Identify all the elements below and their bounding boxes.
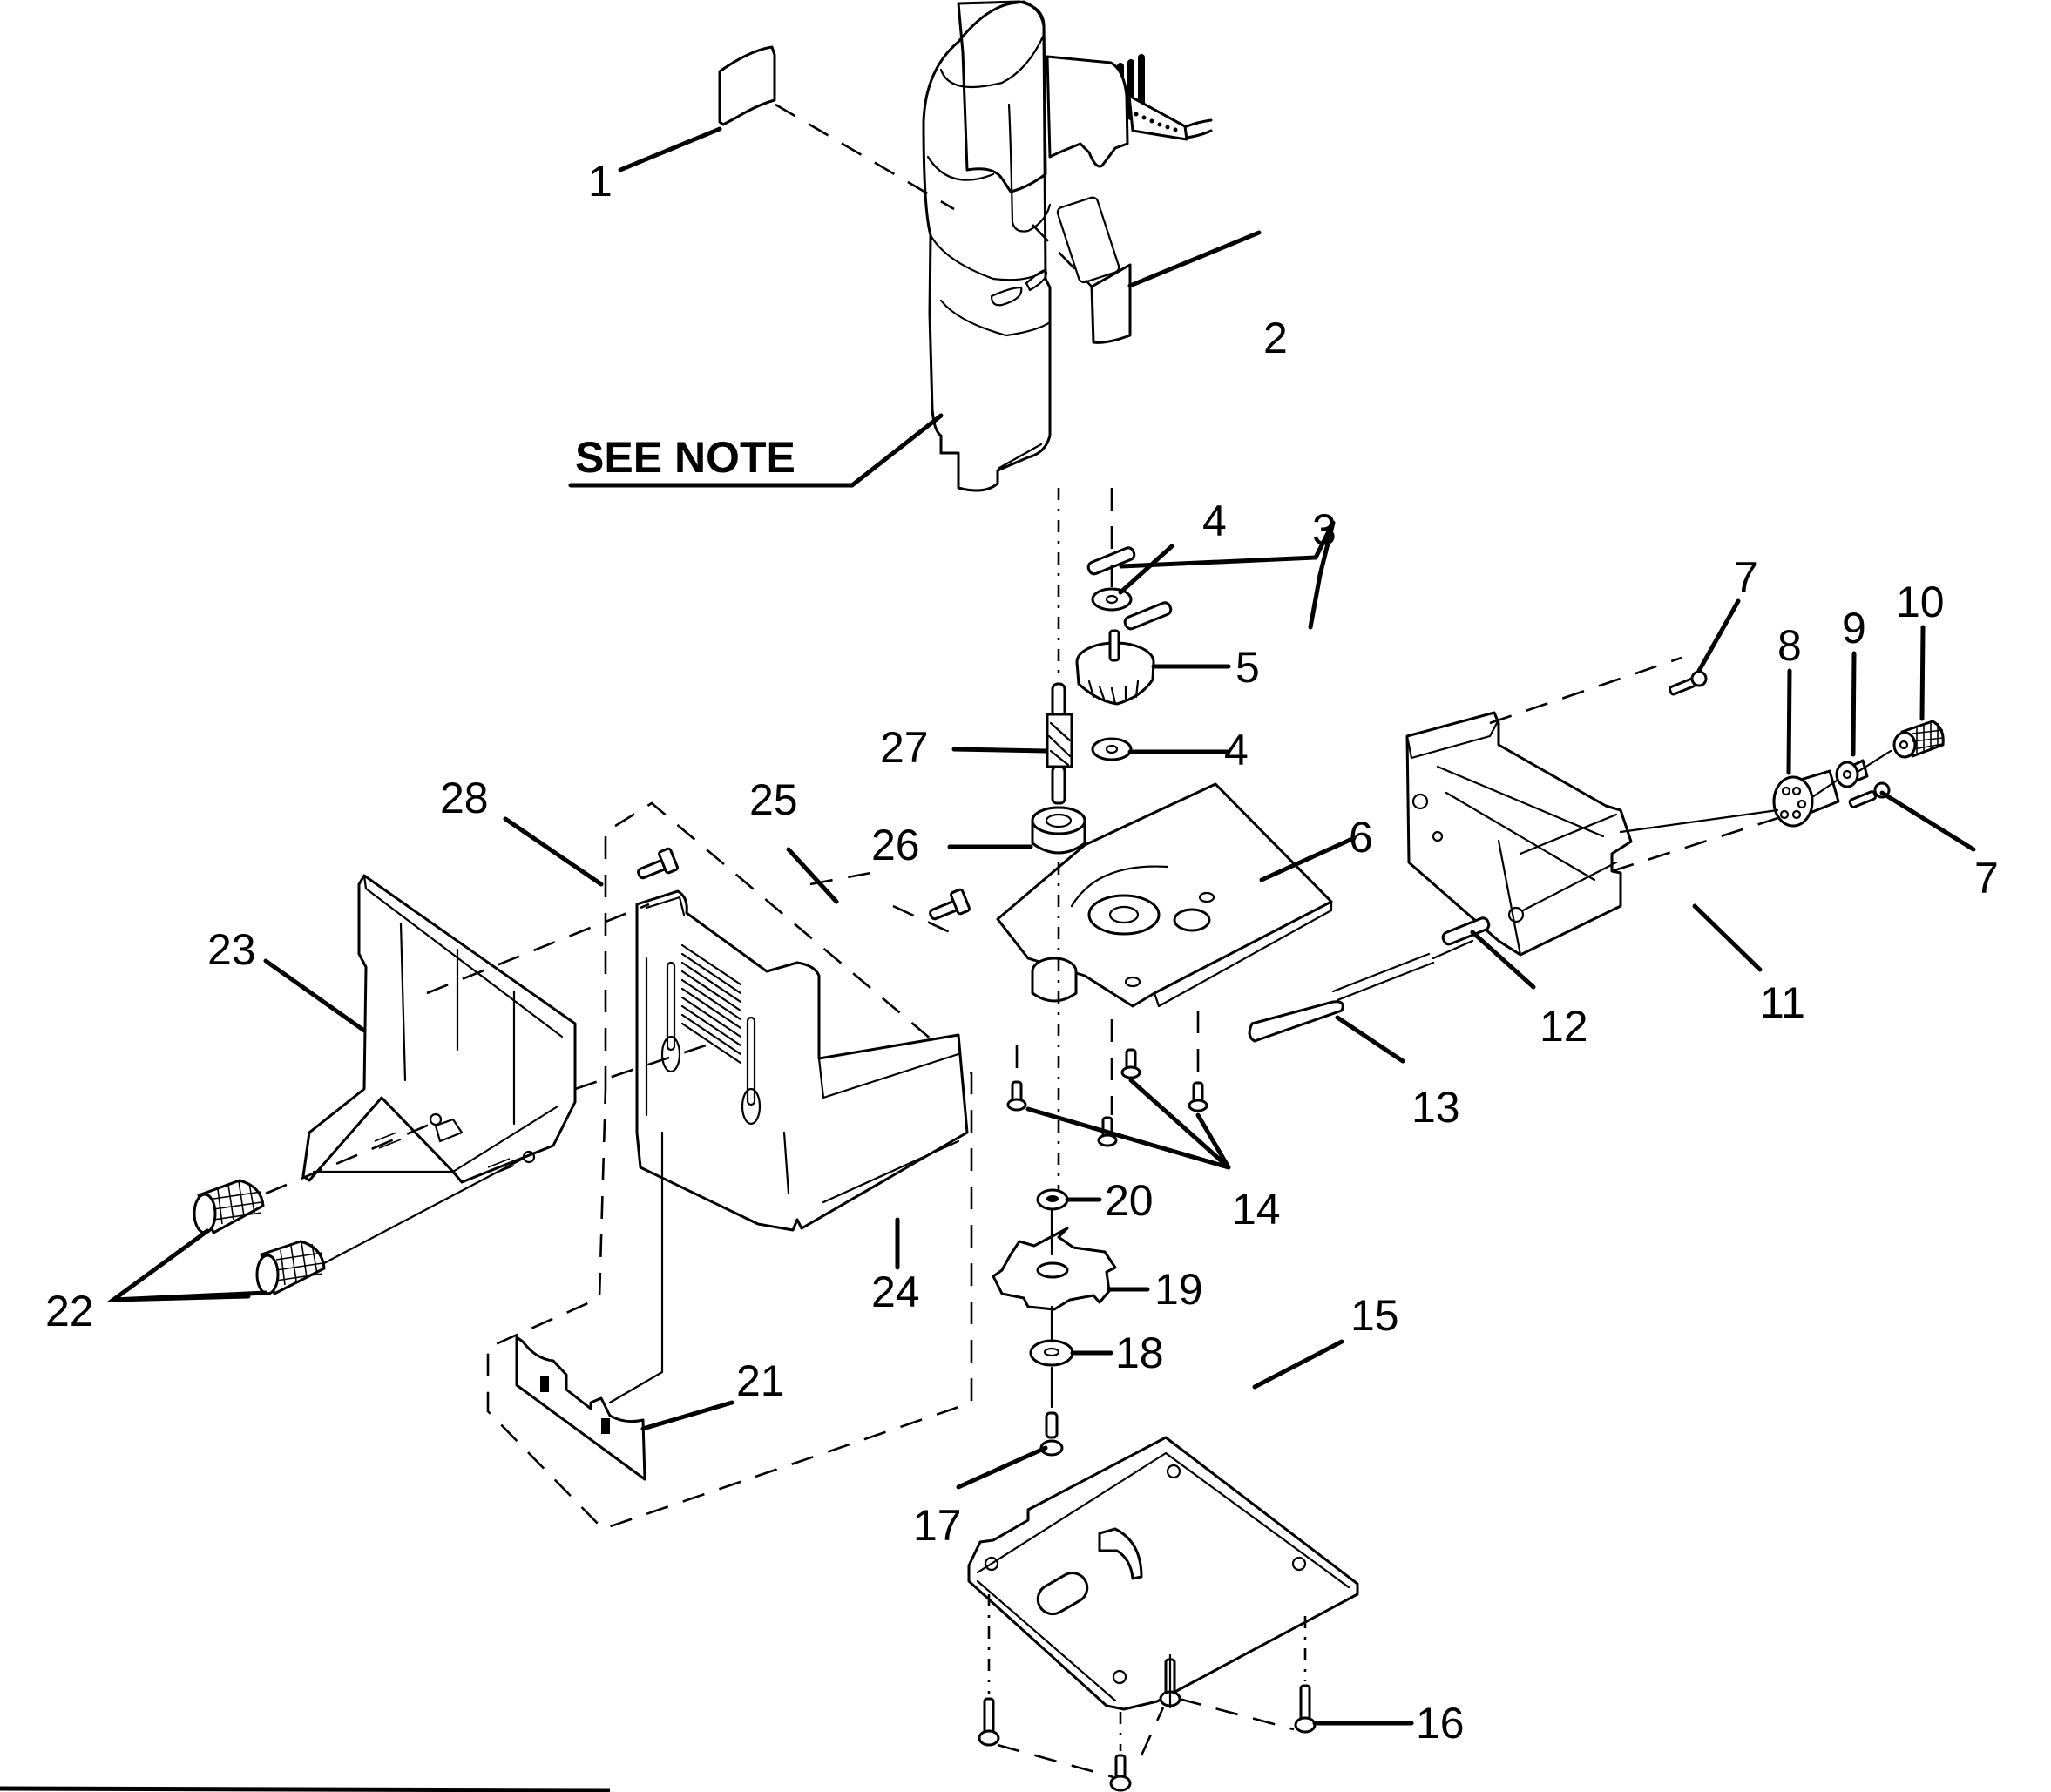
washer-part-4-bottom: [1091, 737, 1133, 761]
callout-11: 11: [1760, 978, 1805, 1027]
callout-1: 1: [588, 157, 613, 206]
callout-10: 10: [1896, 578, 1945, 626]
angle-fence-part-23: [301, 874, 577, 1184]
callout-7-bottom: 7: [1974, 854, 1999, 903]
screw-part-17: [1039, 1411, 1064, 1457]
callout-25: 25: [749, 775, 798, 824]
callout-13: 13: [1411, 1083, 1460, 1132]
page-border-line: [0, 1786, 611, 1792]
label-part-2: [1032, 224, 1132, 344]
screws-part-14: [1006, 1011, 1208, 1147]
callout-12: 12: [1540, 1002, 1588, 1051]
callout-15: 15: [1350, 1291, 1399, 1340]
washer-part-18: [1029, 1339, 1074, 1367]
knobs-part-22: [193, 1179, 326, 1295]
motor-housing: [922, 0, 1213, 492]
gear-part-5: [1075, 629, 1155, 706]
see-note-annotation: SEE NOTE: [568, 413, 944, 488]
cutter-blade-part-19: [992, 1227, 1117, 1311]
callout-7-top: 7: [1734, 553, 1758, 602]
vent-grille: [680, 943, 742, 1065]
callout-21: 21: [736, 1356, 785, 1405]
depth-knob-part-8: [1772, 769, 1840, 828]
callout-2: 2: [1263, 314, 1288, 362]
label-part-1: [718, 45, 955, 211]
callout-23: 23: [207, 925, 256, 974]
washer-part-4-top: [1091, 587, 1133, 612]
pinion-shaft-part-27: [1046, 682, 1073, 805]
fence-plate-part-21: [515, 1131, 664, 1481]
callout-6: 6: [1349, 813, 1373, 862]
screws-part-16: [978, 1594, 1317, 1792]
nut-part-20: [1036, 1188, 1069, 1211]
base-plate-part-15: [967, 1436, 1359, 1711]
callout-3: 3: [1312, 505, 1337, 554]
front-housing-part-24: [635, 889, 969, 1232]
callout-28: 28: [440, 774, 489, 822]
fence-assembly-outline-28: [486, 801, 973, 1531]
knob-lower: [255, 1240, 326, 1295]
callout-5: 5: [1235, 643, 1260, 692]
callout-4-top: 4: [1202, 497, 1227, 545]
callout-24: 24: [871, 1268, 920, 1316]
rod-part-13: [1248, 952, 1435, 1043]
screw-part-7-top: [1668, 670, 1708, 696]
callout-leaders: [106, 126, 1976, 1726]
callout-16: 16: [1416, 1699, 1465, 1748]
callout-14: 14: [1232, 1185, 1281, 1234]
see-note-label: SEE NOTE: [575, 433, 795, 482]
callout-26: 26: [871, 821, 920, 869]
callout-numbers: 1 2 3 4 4 5 6 7 7 8 9 10 11 12 13 14 15 …: [45, 157, 1999, 1748]
carriage-part-11: [1405, 711, 1633, 957]
callout-20: 20: [1105, 1176, 1154, 1225]
nut-part-9: [1835, 759, 1869, 788]
callout-18: 18: [1115, 1329, 1164, 1377]
spring-part-12: [1441, 916, 1491, 946]
bearing-part-26: [1031, 806, 1086, 855]
knob-upper: [193, 1179, 265, 1234]
callout-22: 22: [45, 1287, 94, 1336]
callout-8: 8: [1777, 621, 1802, 670]
cord-dots: [1134, 112, 1178, 132]
bolts-part-25: [637, 847, 971, 921]
callout-27: 27: [880, 723, 929, 772]
callout-17: 17: [913, 1501, 962, 1550]
callout-4-bottom: 4: [1224, 726, 1249, 774]
spring-part-3: [1086, 546, 1173, 631]
callout-9: 9: [1842, 604, 1866, 653]
callout-19: 19: [1154, 1265, 1203, 1314]
knurled-knob-part-10: [1892, 720, 1945, 759]
gear-plate-part-6: [996, 782, 1333, 1008]
